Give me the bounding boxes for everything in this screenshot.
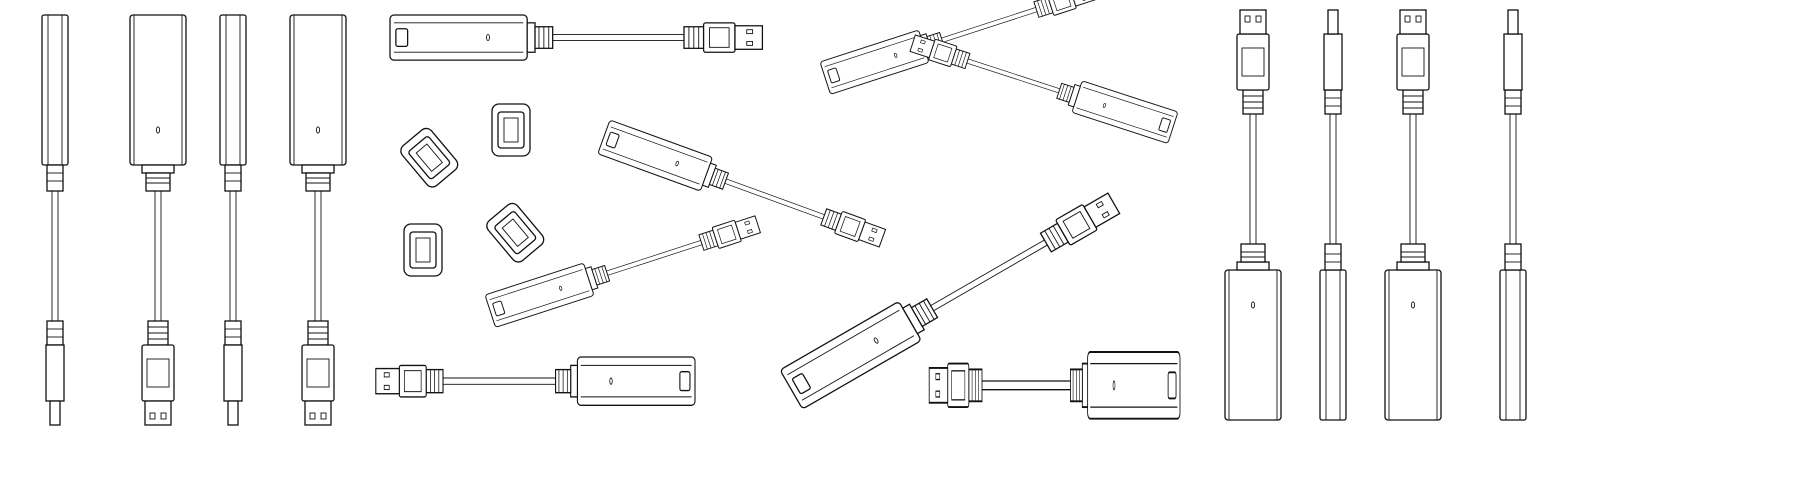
usb-socket-icon [483,199,548,266]
usb-extender-icon [289,14,347,426]
usb-socket-icon [397,124,462,191]
usb-extender-icon [1384,9,1442,421]
usb-extender-icon [389,14,764,61]
usb-extender-icon [219,14,247,426]
usb-extender-icon [907,26,1179,144]
usb-socket-icon [491,103,531,157]
usb-extender-icon [41,14,69,426]
usb-extender-icon [819,0,1099,95]
usb-extender-icon [928,351,1181,420]
usb-extender-icon [375,356,696,406]
usb-extender-icon [1319,9,1347,421]
usb-extender-icon [129,14,187,426]
usb-extender-icon [1224,9,1282,421]
usb-extender-icon [1499,9,1527,421]
usb-socket-icon [403,223,443,277]
